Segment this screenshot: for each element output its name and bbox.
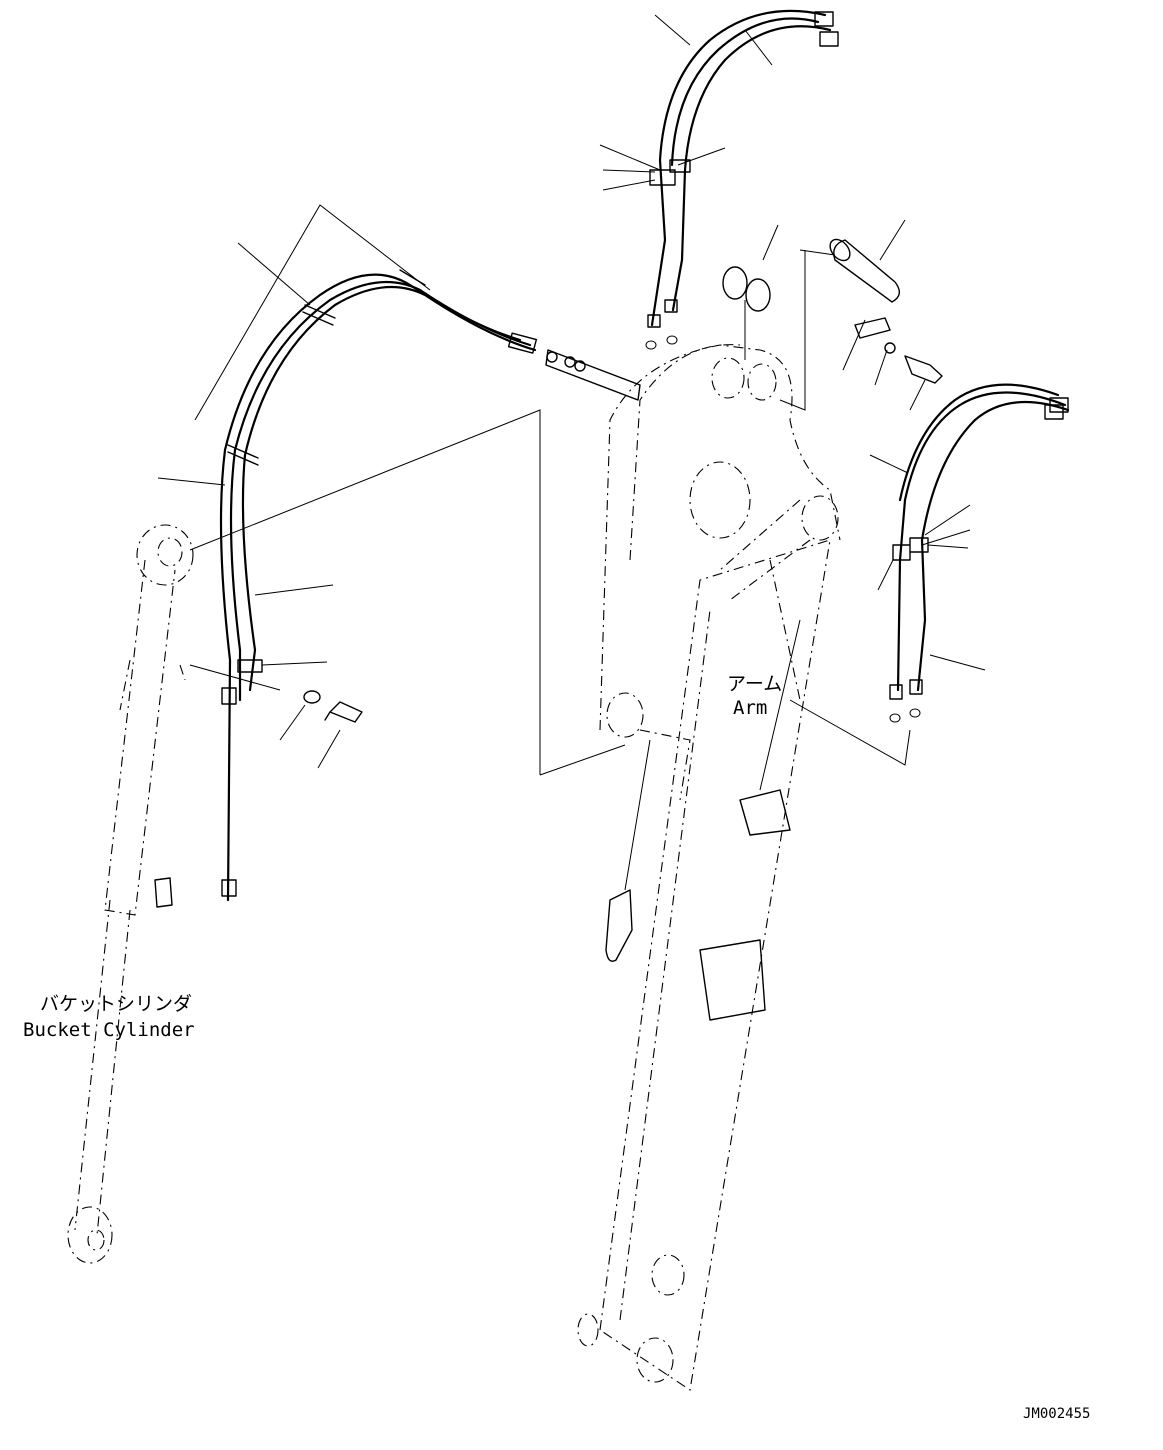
left-hose-pair	[189, 204, 626, 902]
arm-label-jp: アーム	[727, 673, 782, 695]
bucket-cylinder-label-jp: バケットシリンダ	[40, 993, 192, 1015]
arm-label-en: Arm	[733, 697, 767, 719]
arm-outline	[577, 344, 841, 1391]
callout-leaders	[157, 14, 986, 769]
drawing-code: JM002455	[1023, 1406, 1090, 1422]
bucket-cylinder-label-en: Bucket Cylinder	[23, 1019, 195, 1041]
pin-hardware	[545, 238, 943, 411]
right-hose-pair	[789, 383, 1070, 766]
top-hose-pair	[645, 9, 839, 350]
bucket-cylinder	[67, 524, 194, 1264]
